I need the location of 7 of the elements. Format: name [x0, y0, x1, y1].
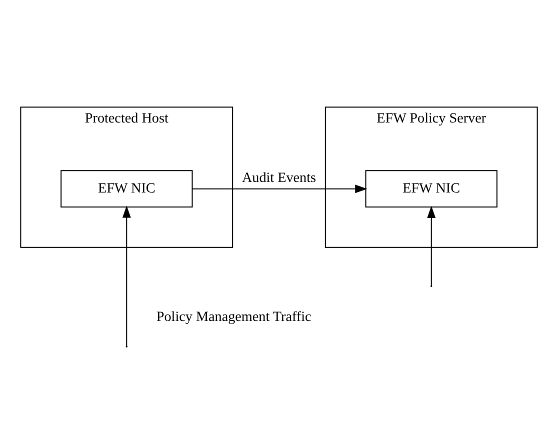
arrow	[192, 184, 368, 194]
arrow	[427, 206, 436, 286]
node-box: EFW NIC	[365, 170, 498, 208]
edge-label: Audit Events	[242, 170, 316, 186]
edge-label: Policy Management Traffic	[156, 309, 312, 326]
node-box: EFW NIC	[60, 170, 193, 208]
arrow	[122, 206, 131, 346]
